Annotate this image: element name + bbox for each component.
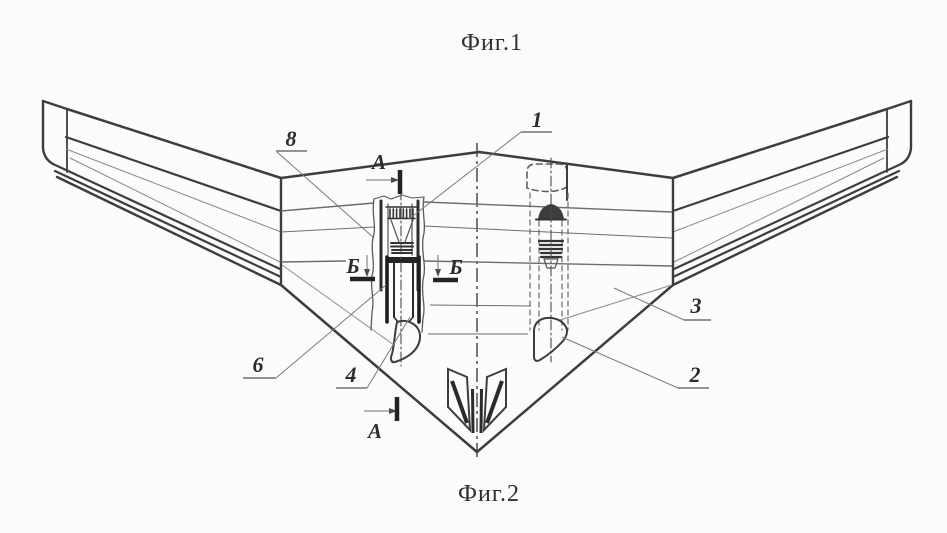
right-exhaust-fairing: [533, 316, 568, 362]
callout-6: 6: [243, 284, 387, 379]
callout-4: 4: [336, 316, 411, 389]
section-letter-a-bottom: А: [366, 419, 382, 443]
section-marker-a-top: А: [366, 150, 403, 194]
leading-edge-left: [279, 150, 481, 180]
callout-2-label: 2: [689, 362, 701, 387]
tail-split-flaps: [447, 367, 507, 434]
engine-fan-blades: [385, 206, 417, 220]
section-letter-a-top: А: [370, 150, 386, 174]
section-marker-a-bottom: А: [364, 397, 400, 443]
left-wing: [51, 107, 283, 287]
callout-8-label: 8: [286, 126, 297, 151]
left-engine-cutaway: [370, 171, 426, 367]
callout-6-label: 6: [253, 352, 264, 377]
right-nacelle-dashed-walls: [529, 192, 569, 331]
left-wingtip: [41, 99, 69, 173]
figure-2-caption: Фиг.2: [458, 481, 520, 507]
leading-edge-right: [477, 150, 675, 180]
callout-4-label: 4: [345, 362, 357, 387]
engine-stages: [390, 242, 414, 254]
cutaway-break-line-left: [370, 198, 376, 331]
right-wingtip: [885, 99, 913, 173]
right-intake-dashed: [526, 163, 568, 193]
figure-1-caption: Фиг.1: [461, 30, 523, 56]
section-letter-b-right: Б: [448, 255, 462, 279]
callout-1-label: 1: [532, 107, 543, 132]
right-wing: [671, 107, 903, 287]
engine-nozzle: [385, 255, 421, 324]
callout-2: 2: [561, 336, 709, 389]
section-letter-b-left: Б: [345, 254, 359, 278]
callout-8: 8: [276, 126, 375, 239]
trailing-edge-right: [475, 283, 675, 454]
left-exhaust-fairing: [390, 320, 422, 364]
callout-3-label: 3: [690, 293, 702, 318]
cutaway-break-line-right: [421, 196, 426, 333]
section-marker-b-right: Б: [433, 255, 463, 283]
callout-1: 1: [408, 107, 552, 220]
section-marker-b-left: Б: [345, 254, 375, 282]
right-engine-hidden: [526, 157, 569, 363]
callout-3: 3: [613, 287, 711, 321]
